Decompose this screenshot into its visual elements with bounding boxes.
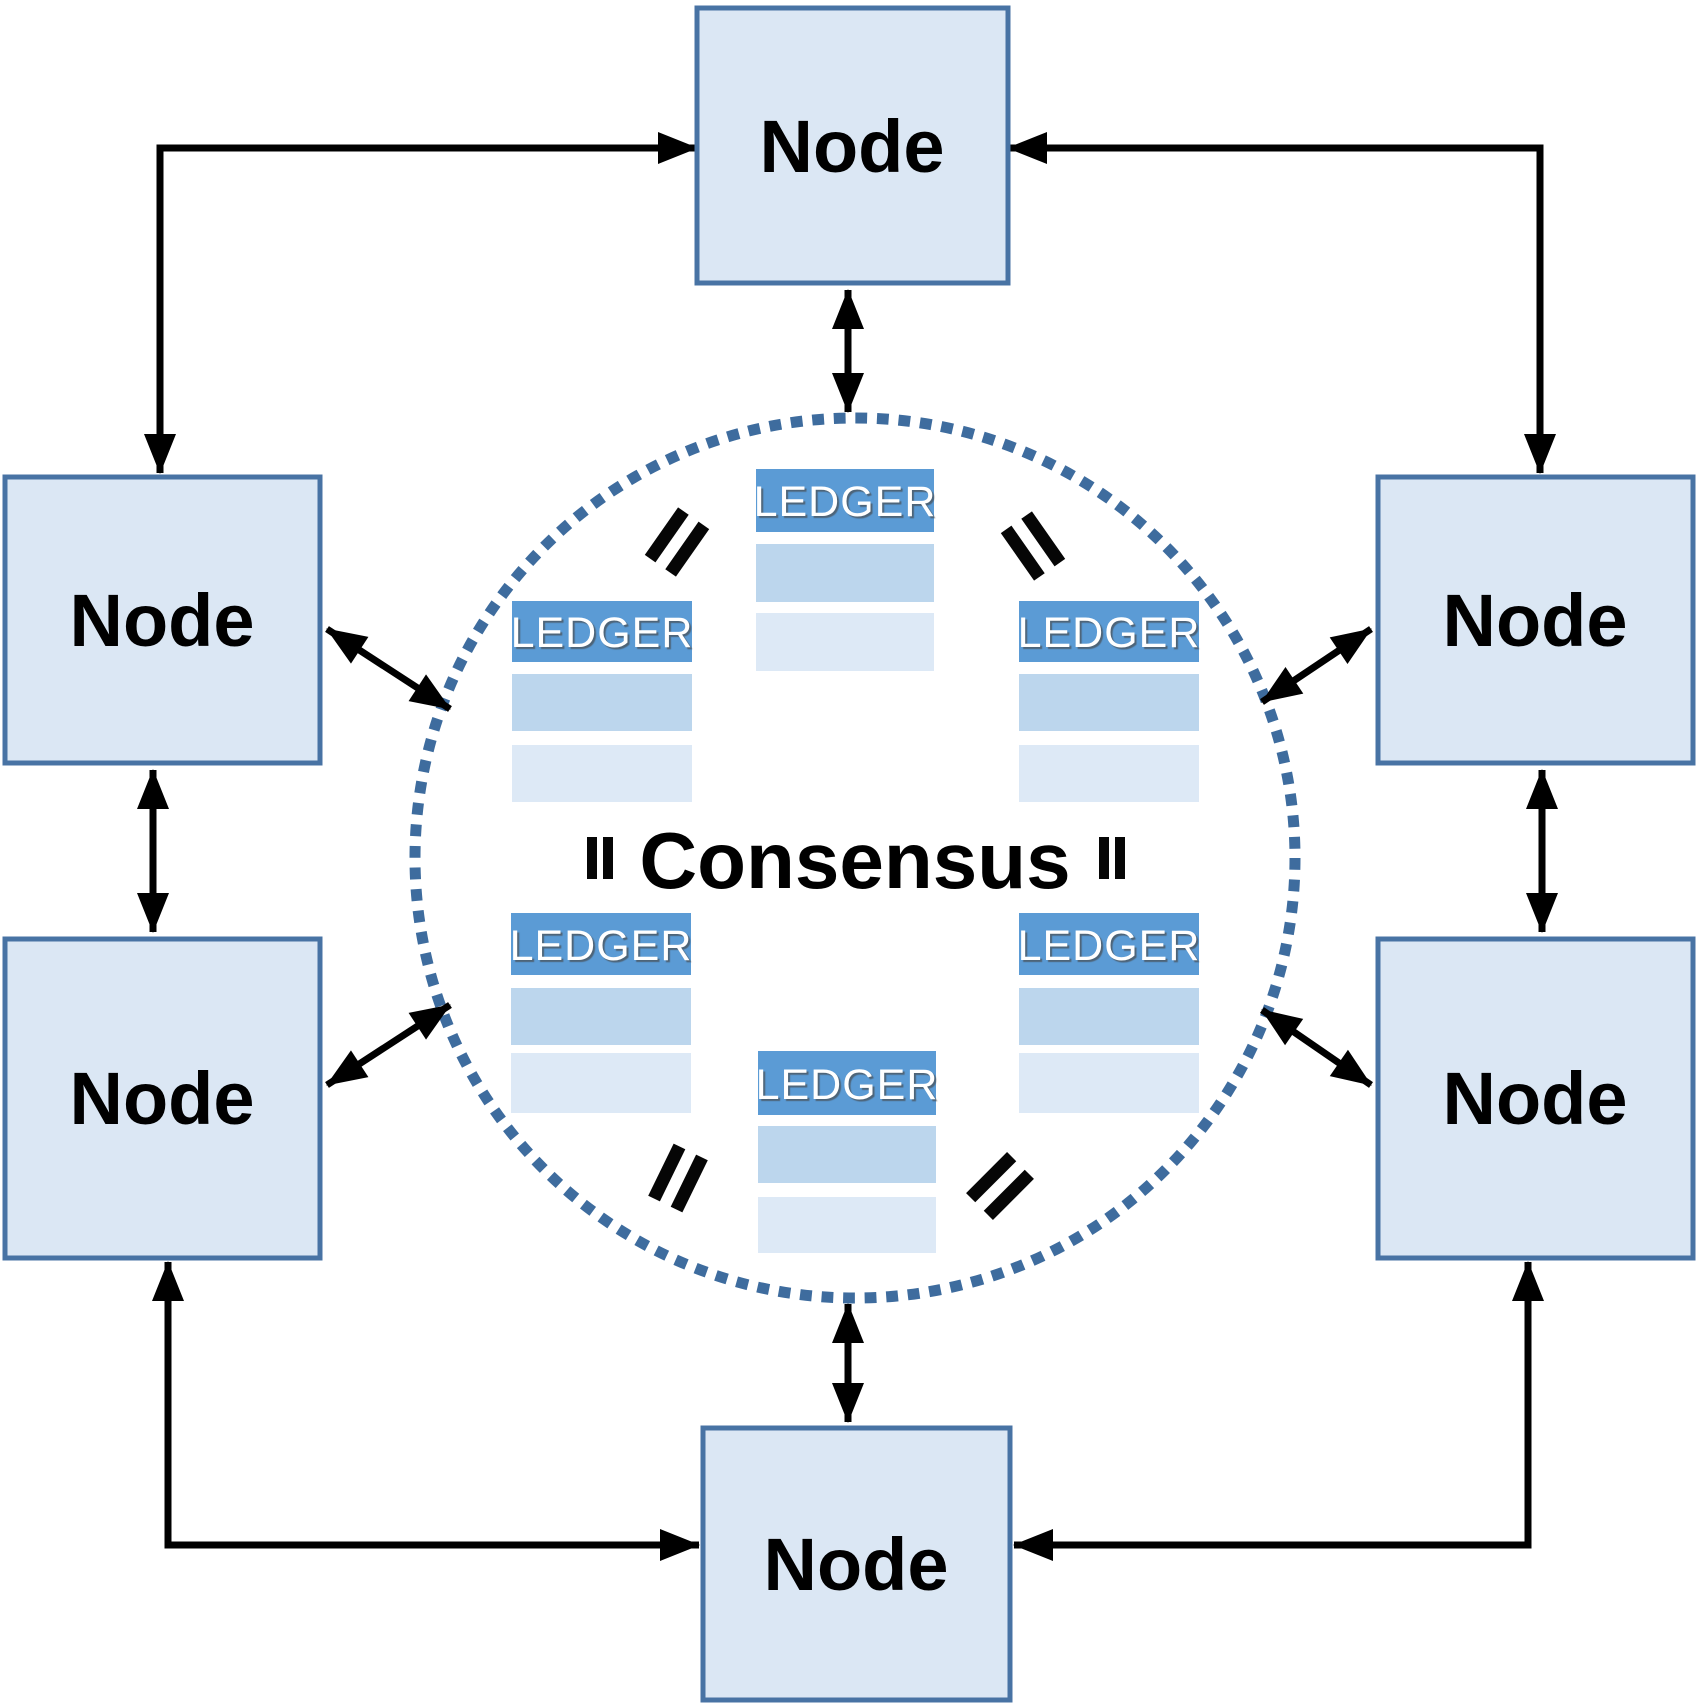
arrow-leftlower-circle (325, 1002, 452, 1088)
equals-icon-upper-right (1000, 511, 1066, 581)
node-label: Node (70, 579, 255, 662)
equals-icon-lower-left (648, 1143, 708, 1213)
node-box (700, 1425, 1013, 1703)
ledger-row (1019, 988, 1199, 1045)
ledger-label: LEDGER (511, 609, 694, 657)
ledger-row (1019, 674, 1199, 731)
ledger-header (756, 469, 934, 532)
ledger-mid-right: LEDGER (1018, 601, 1201, 802)
arrow-leftupper-circle (325, 626, 452, 712)
arrow-bottomleft-elbow (152, 1261, 700, 1561)
ledger-mid-left: LEDGER (511, 601, 694, 802)
ledger-header (511, 913, 691, 975)
ledger-row (756, 613, 934, 671)
arrow-rightlower-circle (1260, 1007, 1373, 1088)
arrow-topright-elbow (1007, 132, 1556, 474)
node-right-lower: Node (1375, 936, 1696, 1261)
node-box (1375, 474, 1696, 766)
node-box (1375, 936, 1696, 1261)
node-left-upper: Node (2, 474, 323, 766)
ledger-row (511, 988, 691, 1045)
node-label: Node (1443, 579, 1628, 662)
node-label: Node (764, 1523, 949, 1606)
ledger-low-left: LEDGER (510, 913, 693, 1113)
node-box (694, 5, 1011, 286)
ledger-top-center: LEDGER (754, 469, 937, 671)
arrow-topleft-elbow (144, 132, 698, 474)
node-box (2, 474, 323, 766)
ledger-label: LEDGER (754, 478, 937, 526)
ledger-row (512, 745, 692, 802)
consensus-title: Consensus (639, 816, 1070, 905)
arrow-bottomright-elbow (1013, 1261, 1544, 1561)
equals-icon-lower-right (966, 1152, 1034, 1220)
ledger-row (758, 1126, 936, 1183)
ledger-row (756, 544, 934, 602)
node-label: Node (760, 105, 945, 188)
ledger-label: LEDGER (510, 922, 693, 970)
consensus-circle (409, 412, 1301, 1304)
arrow-rightupper-circle (1260, 626, 1373, 705)
equals-icon-upper-left (644, 507, 710, 577)
equals-icon-mid-right (1099, 837, 1125, 879)
ledger-label: LEDGER (1018, 609, 1201, 657)
node-bottom: Node (700, 1425, 1013, 1703)
ledger-row (512, 674, 692, 731)
ledger-label: LEDGER (756, 1061, 939, 1109)
ledger-low-right: LEDGER (1018, 913, 1201, 1113)
ledger-header (512, 601, 692, 662)
ledger-row (758, 1197, 936, 1253)
node-box (2, 936, 323, 1261)
ledger-label: LEDGER (1018, 922, 1201, 970)
ledger-row (1019, 1053, 1199, 1113)
ledger-row (511, 1053, 691, 1113)
node-label: Node (70, 1057, 255, 1140)
ledger-header (1019, 601, 1199, 662)
node-left-lower: Node (2, 936, 323, 1261)
node-top: Node (694, 5, 1011, 286)
ledger-bottom-center: LEDGER (756, 1051, 939, 1253)
equals-icon-mid-left (587, 837, 613, 879)
ledger-row (1019, 745, 1199, 802)
ledger-header (758, 1051, 936, 1115)
node-label: Node (1443, 1057, 1628, 1140)
node-right-upper: Node (1375, 474, 1696, 766)
ledger-header (1019, 913, 1199, 975)
